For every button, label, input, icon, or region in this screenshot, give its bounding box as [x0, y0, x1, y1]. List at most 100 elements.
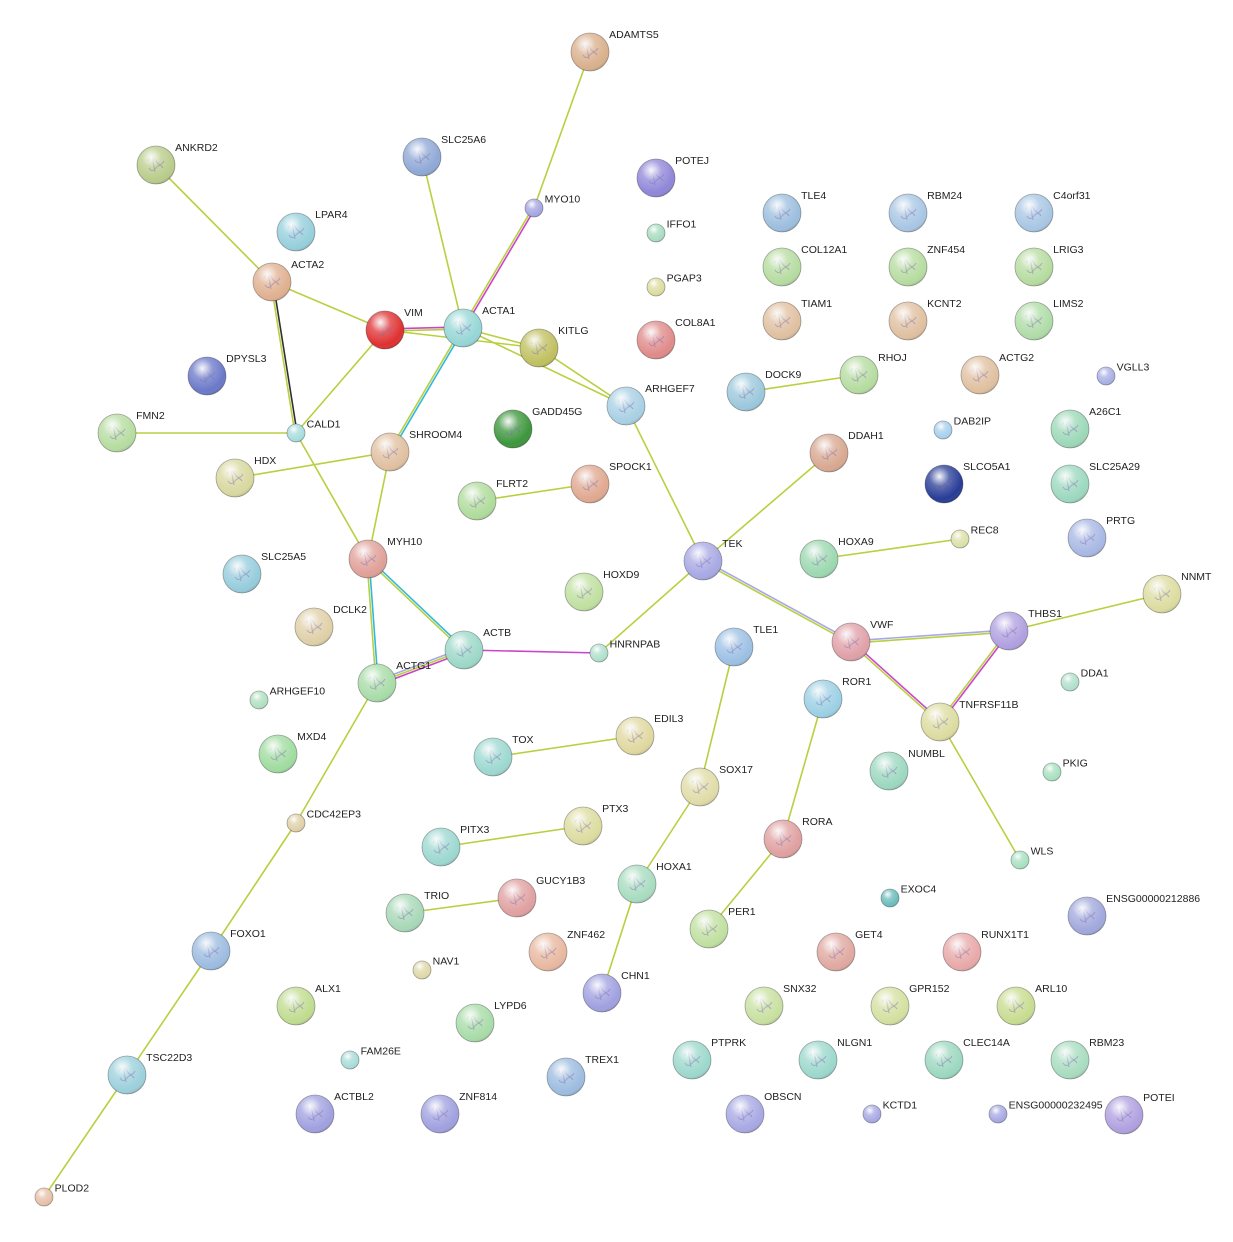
node-trio[interactable]: TRIO — [385, 890, 449, 933]
node-ddah1[interactable]: DDAH1 — [809, 430, 884, 473]
node-iffo1[interactable]: IFFO1 — [646, 218, 697, 243]
node-ror1[interactable]: ROR1 — [803, 676, 871, 719]
node-myo10[interactable]: MYO10 — [524, 193, 580, 218]
node-actg2[interactable]: ACTG2 — [960, 352, 1034, 395]
node-thbs1[interactable]: THBS1 — [989, 608, 1062, 651]
node-c4orf31[interactable]: C4orf31 — [1014, 190, 1091, 233]
node-actbl2[interactable]: ACTBL2 — [295, 1091, 374, 1134]
node-tle4[interactable]: TLE4 — [762, 190, 826, 233]
node-slco5a1[interactable]: SLCO5A1 — [924, 461, 1011, 504]
node-cald1[interactable]: CALD1 — [286, 418, 341, 443]
node-kitlg[interactable]: KITLG — [519, 325, 588, 368]
node-spock1[interactable]: SPOCK1 — [570, 461, 652, 504]
node-lims2[interactable]: LIMS2 — [1014, 298, 1084, 341]
node-a26c1[interactable]: A26C1 — [1050, 406, 1121, 449]
node-exoc4[interactable]: EXOC4 — [880, 883, 936, 908]
node-slc25a5[interactable]: SLC25A5 — [222, 551, 306, 594]
node-kctd1[interactable]: KCTD1 — [862, 1099, 917, 1124]
node-dock9[interactable]: DOCK9 — [726, 369, 801, 412]
node-flrt2[interactable]: FLRT2 — [457, 478, 528, 521]
node-potej[interactable]: POTEJ — [636, 155, 709, 198]
node-hoxd9[interactable]: HOXD9 — [564, 569, 639, 612]
node-col12a1[interactable]: COL12A1 — [762, 244, 847, 287]
node-gadd45g[interactable]: GADD45G — [493, 406, 582, 449]
node-arhgef10[interactable]: ARHGEF10 — [249, 685, 325, 710]
node-znf454[interactable]: ZNF454 — [888, 244, 965, 287]
node-rora[interactable]: RORA — [763, 816, 832, 859]
node-ensg00000232495[interactable]: ENSG00000232495 — [988, 1099, 1103, 1124]
node-nlgn1[interactable]: NLGN1 — [798, 1037, 872, 1080]
node-dpysl3[interactable]: DPYSL3 — [187, 353, 267, 396]
node-actb[interactable]: ACTB — [444, 627, 511, 670]
node-myh10[interactable]: MYH10 — [348, 536, 422, 579]
node-pgap3[interactable]: PGAP3 — [646, 272, 702, 297]
node-nnmt[interactable]: NNMT — [1142, 571, 1212, 614]
node-ensg00000212886[interactable]: ENSG00000212886 — [1067, 893, 1200, 936]
node-lypd6[interactable]: LYPD6 — [455, 1000, 527, 1043]
node-kcnt2[interactable]: KCNT2 — [888, 298, 962, 341]
node-acta1[interactable]: ACTA1 — [443, 305, 515, 348]
node-tsc22d3[interactable]: TSC22D3 — [107, 1052, 192, 1095]
node-chn1[interactable]: CHN1 — [582, 970, 650, 1013]
node-gucy1b3[interactable]: GUCY1B3 — [497, 875, 585, 918]
node-tek[interactable]: TEK — [683, 538, 743, 581]
node-wls[interactable]: WLS — [1010, 845, 1053, 870]
node-plod2[interactable]: PLOD2 — [34, 1182, 89, 1207]
node-hdx[interactable]: HDX — [215, 455, 276, 498]
node-foxo1[interactable]: FOXO1 — [191, 928, 266, 971]
node-fam26e[interactable]: FAM26E — [340, 1045, 401, 1070]
node-dda1[interactable]: DDA1 — [1060, 667, 1109, 692]
node-tiam1[interactable]: TIAM1 — [762, 298, 832, 341]
node-get4[interactable]: GET4 — [816, 929, 883, 972]
node-rbm23[interactable]: RBM23 — [1050, 1037, 1124, 1080]
node-prtg[interactable]: PRTG — [1067, 515, 1135, 558]
node-arhgef7[interactable]: ARHGEF7 — [606, 383, 695, 426]
node-rec8[interactable]: REC8 — [950, 524, 999, 549]
node-znf462[interactable]: ZNF462 — [528, 929, 605, 972]
node-vgll3[interactable]: VGLL3 — [1096, 361, 1149, 386]
node-mxd4[interactable]: MXD4 — [258, 731, 326, 774]
node-sox17[interactable]: SOX17 — [680, 764, 753, 807]
node-col8a1[interactable]: COL8A1 — [636, 317, 716, 360]
node-runx1t1[interactable]: RUNX1T1 — [942, 929, 1029, 972]
node-hnrnpab[interactable]: HNRNPAB — [589, 638, 660, 663]
node-dclk2[interactable]: DCLK2 — [294, 604, 367, 647]
node-adamts5[interactable]: ADAMTS5 — [570, 29, 659, 72]
node-obscn[interactable]: OBSCN — [725, 1091, 801, 1134]
node-numbl[interactable]: NUMBL — [869, 748, 945, 791]
node-arl10[interactable]: ARL10 — [996, 983, 1067, 1026]
node-slc25a6[interactable]: SLC25A6 — [402, 134, 486, 177]
node-tox[interactable]: TOX — [473, 734, 534, 777]
node-rhoj[interactable]: RHOJ — [839, 352, 907, 395]
node-pitx3[interactable]: PITX3 — [421, 824, 489, 867]
node-lpar4[interactable]: LPAR4 — [276, 209, 348, 252]
node-vim[interactable]: VIM — [365, 307, 423, 350]
node-potei[interactable]: POTEI — [1104, 1092, 1175, 1135]
node-per1[interactable]: PER1 — [689, 906, 756, 949]
node-snx32[interactable]: SNX32 — [744, 983, 817, 1026]
node-acta2[interactable]: ACTA2 — [252, 259, 324, 302]
node-hoxa9[interactable]: HOXA9 — [799, 536, 874, 579]
node-shroom4[interactable]: SHROOM4 — [370, 429, 462, 472]
node-slc25a29[interactable]: SLC25A29 — [1050, 461, 1140, 504]
node-hoxa1[interactable]: HOXA1 — [617, 861, 692, 904]
node-gpr152[interactable]: GPR152 — [870, 983, 950, 1026]
node-edil3[interactable]: EDIL3 — [615, 713, 683, 756]
node-dab2ip[interactable]: DAB2IP — [933, 415, 991, 440]
node-fmn2[interactable]: FMN2 — [97, 410, 165, 453]
node-clec14a[interactable]: CLEC14A — [924, 1037, 1010, 1080]
node-cdc42ep3[interactable]: CDC42EP3 — [286, 808, 361, 833]
node-rbm24[interactable]: RBM24 — [888, 190, 962, 233]
node-znf814[interactable]: ZNF814 — [420, 1091, 497, 1134]
node-pkig[interactable]: PKIG — [1042, 757, 1088, 782]
node-lrig3[interactable]: LRIG3 — [1014, 244, 1084, 287]
node-actg1[interactable]: ACTG1 — [357, 660, 431, 703]
node-tle1[interactable]: TLE1 — [714, 624, 778, 667]
node-vwf[interactable]: VWF — [831, 619, 893, 662]
node-ankrd2[interactable]: ANKRD2 — [136, 142, 218, 185]
node-ptprk[interactable]: PTPRK — [672, 1037, 746, 1080]
node-nav1[interactable]: NAV1 — [412, 955, 459, 980]
node-tnfrsf11b[interactable]: TNFRSF11B — [920, 699, 1018, 742]
node-ptx3[interactable]: PTX3 — [563, 803, 629, 846]
node-trex1[interactable]: TREX1 — [546, 1054, 619, 1097]
